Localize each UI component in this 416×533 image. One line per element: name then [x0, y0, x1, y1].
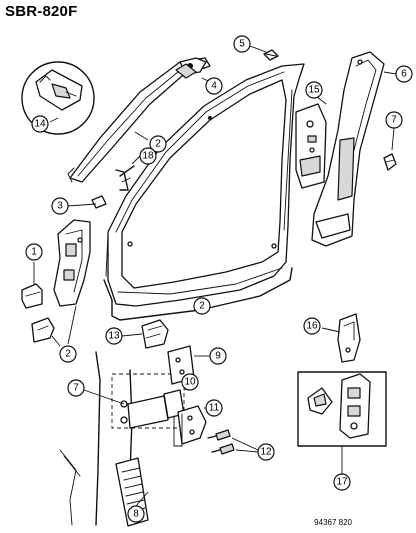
part-2-lower-bracket [31, 317, 55, 343]
callout-10: 10 [181, 373, 199, 391]
callout-label-14: 14 [34, 119, 46, 130]
callout-11: 11 [205, 399, 223, 417]
part-15-bracket [295, 103, 327, 189]
callout-17: 17 [333, 473, 351, 491]
part-2-roof-rail [67, 57, 211, 183]
part-1-bracket [21, 283, 43, 309]
callout-14: 14 [31, 115, 49, 133]
part-16-trim [337, 313, 361, 363]
callout-8: 8 [127, 505, 145, 523]
callout-16: 16 [303, 317, 321, 335]
part-6-b-pillar [311, 51, 385, 247]
part-11-hinge-half [173, 405, 207, 447]
callout-12: 12 [257, 443, 275, 461]
callout-label-7a: 7 [391, 115, 397, 126]
callout-4: 4 [205, 77, 223, 95]
callout-3: 3 [51, 197, 69, 215]
callout-2a: 2 [149, 135, 167, 153]
callout-markers: 1 2 2 2 3 4 5 6 7 7 8 9 10 11 12 13 14 1… [25, 35, 413, 523]
callout-label-4: 4 [211, 81, 217, 92]
callout-label-3: 3 [57, 201, 63, 212]
callout-label-10: 10 [184, 377, 196, 388]
callout-label-8: 8 [133, 509, 139, 520]
callout-7b: 7 [67, 379, 85, 397]
callout-label-5: 5 [239, 39, 245, 50]
callout-label-2a: 2 [155, 139, 161, 150]
part-4-clip [175, 63, 197, 79]
part-2-a-pillar-panel [53, 219, 91, 307]
callout-label-2b: 2 [199, 301, 205, 312]
callout-label-2c: 2 [65, 349, 71, 360]
part-10-hinge-half [127, 389, 185, 429]
leader-lines [33, 45, 397, 507]
part-17-detail-box [297, 371, 387, 447]
callout-7a: 7 [385, 111, 403, 129]
callout-9: 9 [209, 347, 227, 365]
footer-code: 94367 820 [314, 518, 352, 527]
callout-label-9: 9 [215, 351, 221, 362]
callout-2c: 2 [59, 345, 77, 363]
part-3-block [91, 195, 107, 209]
callout-label-11: 11 [209, 403, 220, 414]
callout-label-15: 15 [308, 85, 320, 96]
part-13-reinforcement [141, 319, 169, 349]
part-5-plug [263, 49, 279, 61]
hinge-pillar-area [59, 351, 185, 526]
callout-label-12: 12 [260, 447, 272, 458]
diagram-id: SBR-820F [5, 3, 78, 20]
detail-14-view [21, 61, 95, 135]
callout-label-6: 6 [401, 69, 407, 80]
callout-1: 1 [25, 243, 43, 261]
callout-label-13: 13 [108, 331, 120, 342]
callout-label-1: 1 [31, 247, 37, 258]
callout-15: 15 [305, 81, 323, 99]
callout-5: 5 [233, 35, 251, 53]
callout-2b: 2 [193, 297, 211, 315]
callout-label-17: 17 [336, 477, 348, 488]
callout-18: 18 [139, 147, 157, 165]
callout-6: 6 [395, 65, 413, 83]
callout-label-16: 16 [306, 321, 318, 332]
part-7-clip-upper [383, 153, 397, 171]
callout-label-18: 18 [142, 151, 154, 162]
door-opening-frame [103, 63, 305, 321]
callout-label-7b: 7 [73, 383, 79, 394]
callout-13: 13 [105, 327, 123, 345]
part-18-clip [115, 165, 135, 191]
part-12-bolts [207, 429, 235, 455]
